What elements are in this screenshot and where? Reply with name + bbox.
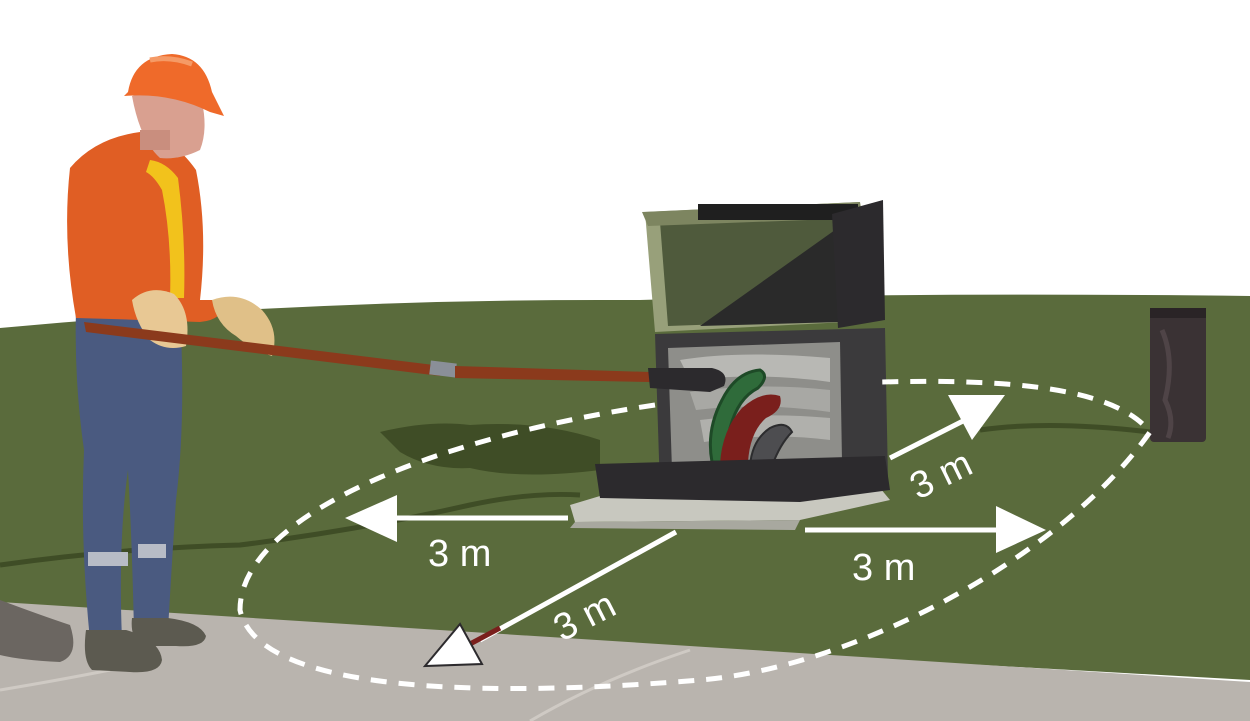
hardhat: [124, 54, 224, 116]
gray-cable: [748, 423, 794, 467]
utility-post: [1150, 308, 1206, 442]
arrow-back: [888, 395, 1005, 461]
safety-zone-boundary: [237, 378, 1154, 692]
glove-right: [212, 296, 275, 356]
pad-front: [570, 520, 800, 530]
worker-shirt: [67, 132, 226, 322]
transformer-cabinet: [595, 200, 890, 502]
red-cable: [720, 394, 781, 464]
reflective-stripe: [138, 544, 166, 558]
grass-shadow: [380, 423, 600, 475]
grass-crack: [979, 422, 1151, 435]
arrow-left: [345, 495, 568, 542]
boot: [131, 618, 206, 647]
worker-neck: [140, 130, 170, 150]
sidewalk-joint: [0, 668, 111, 692]
hi-vis-stripe: [146, 160, 185, 298]
reflective-stripe: [88, 552, 128, 566]
cabinet-door: [832, 200, 885, 328]
hot-stick: [84, 322, 726, 392]
worker-shadow: [0, 600, 74, 662]
distance-label-left: 3 m: [428, 533, 491, 575]
arrow-right: [805, 506, 1046, 553]
distance-label-right: 3 m: [852, 547, 915, 589]
arrow-front: [422, 529, 678, 668]
sidewalk-joint: [529, 648, 691, 721]
sidewalk: [0, 602, 1250, 721]
